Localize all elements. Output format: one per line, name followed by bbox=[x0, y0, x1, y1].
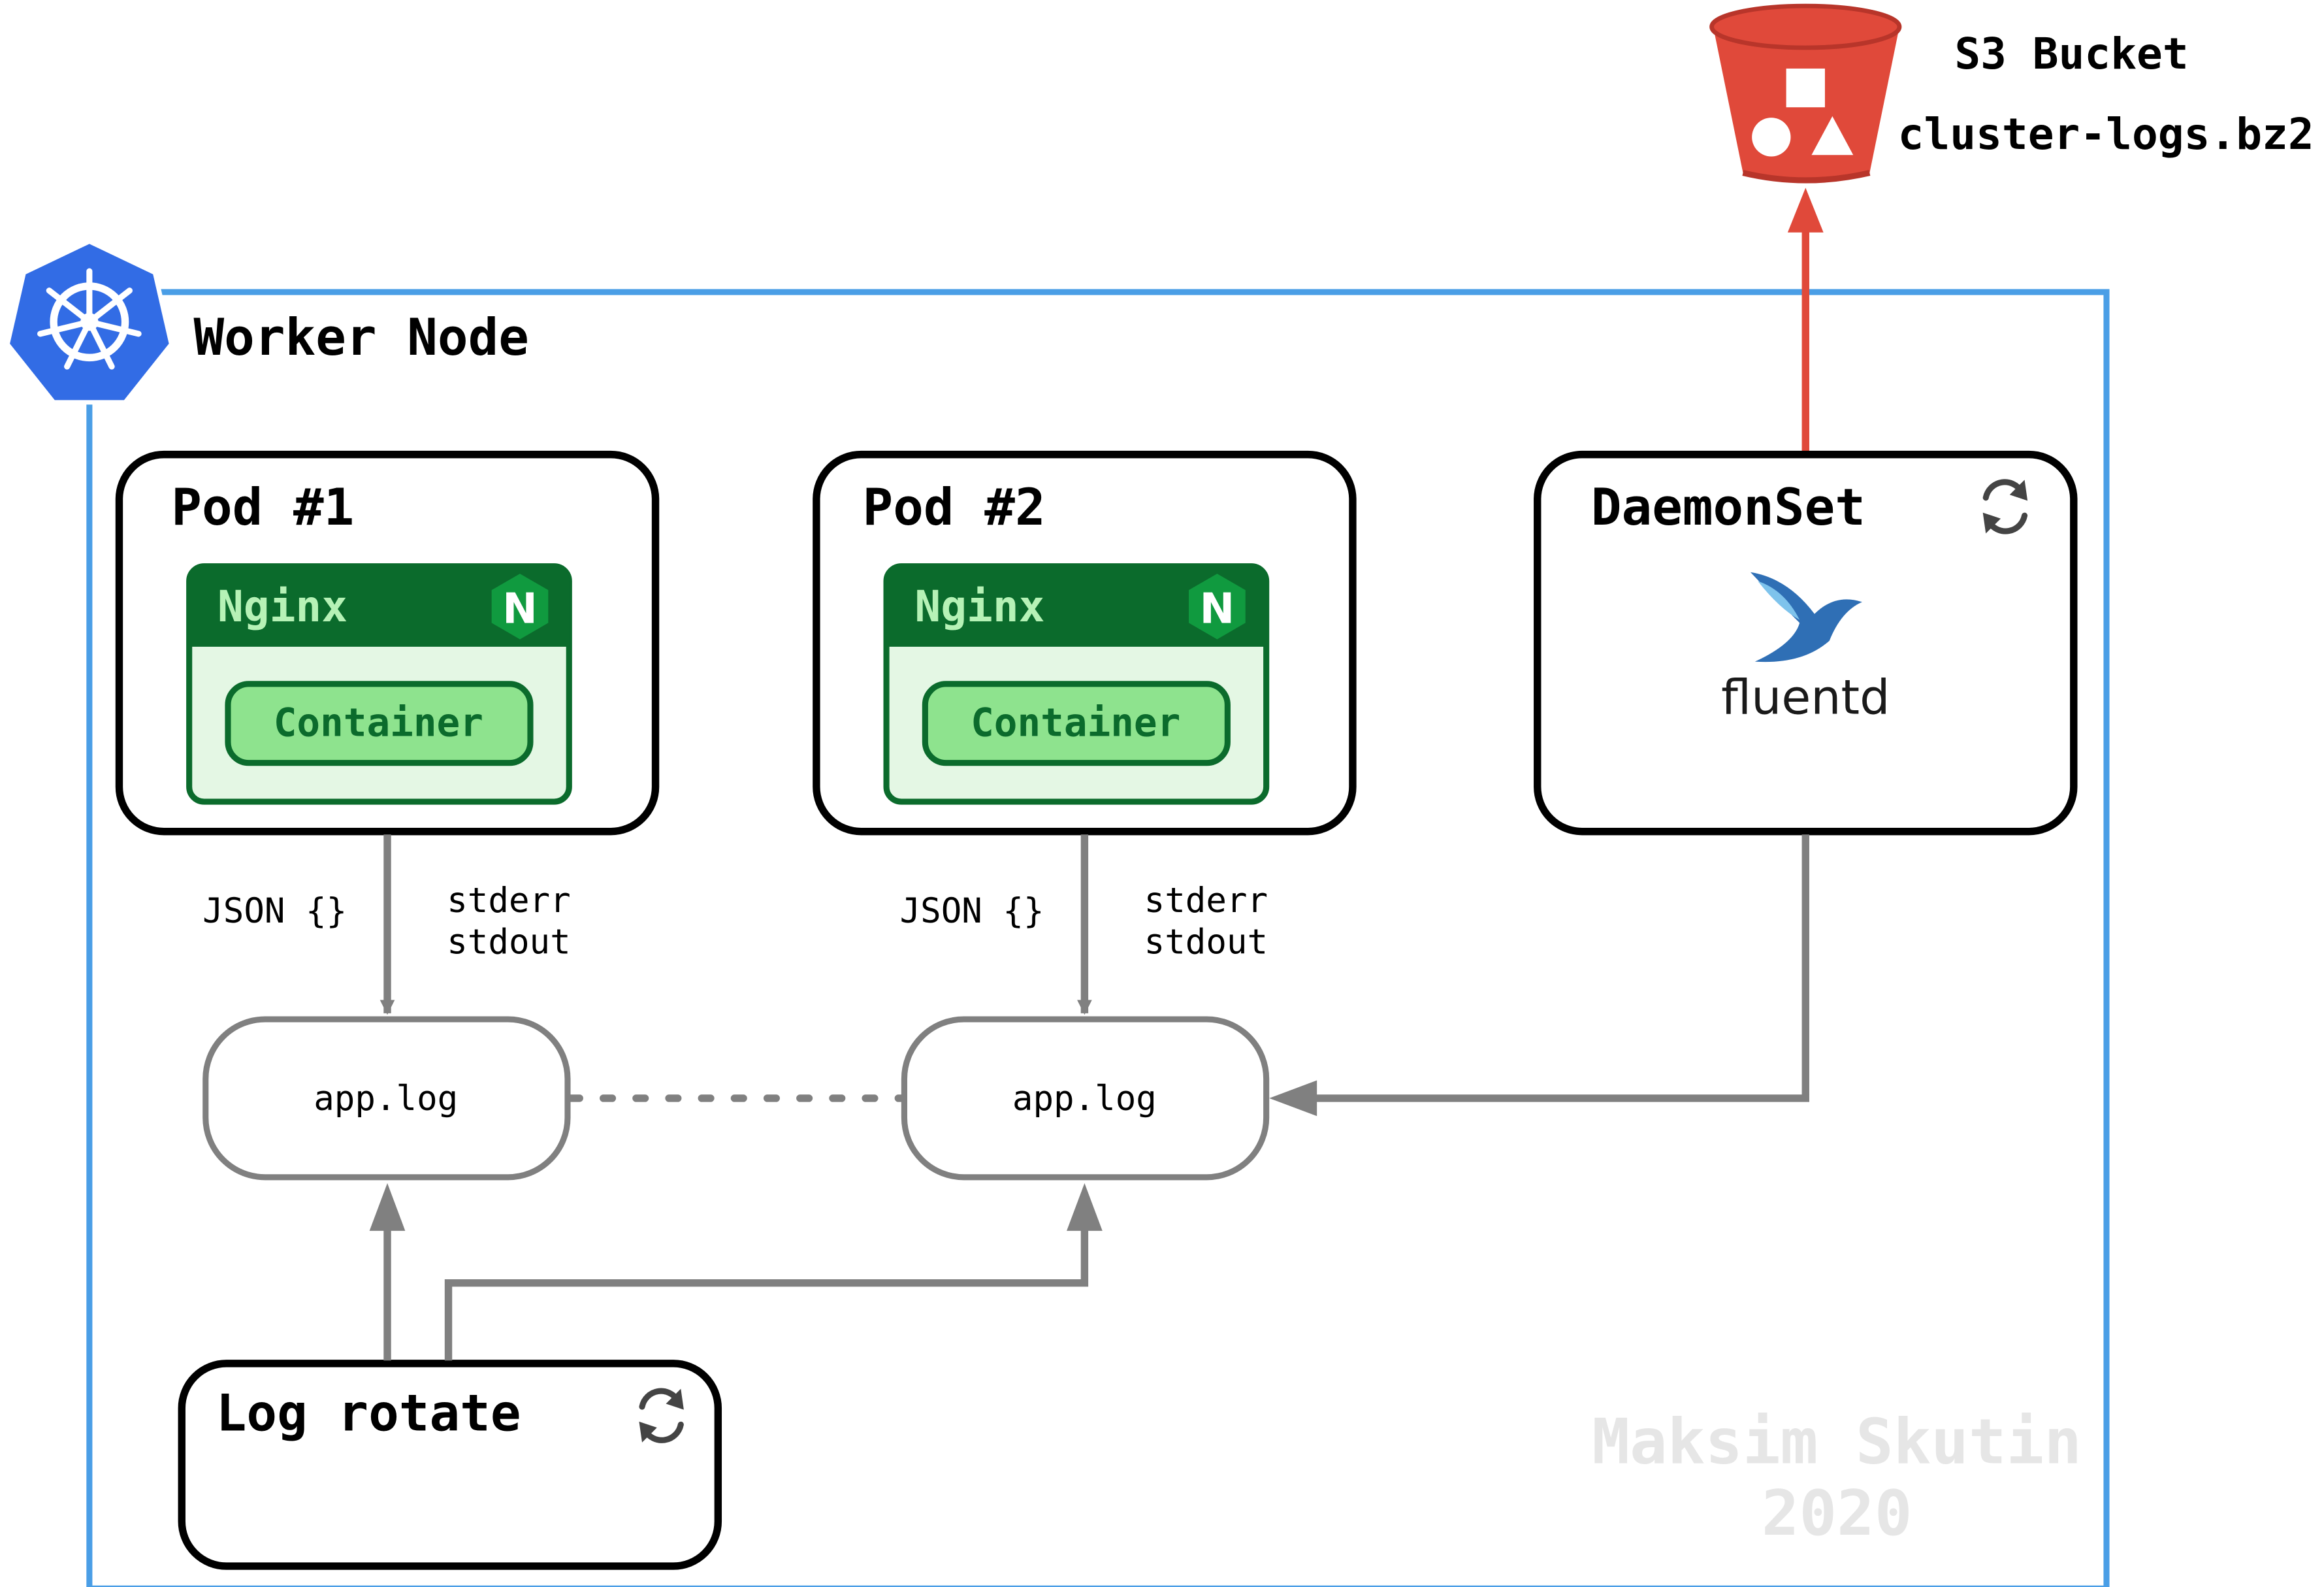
logrotate-log-2-arrowhead bbox=[1067, 1183, 1103, 1231]
pod-1-title: Pod #1 bbox=[171, 478, 354, 537]
logrotate-refresh-icon bbox=[639, 1388, 684, 1443]
pod-1-stderr-label: stderr bbox=[447, 881, 570, 921]
pod-2-nginx-label: Nginx bbox=[914, 581, 1044, 632]
pod-2-nginx-badge-icon bbox=[1189, 574, 1246, 640]
pod-1-json-label: JSON {} bbox=[202, 891, 347, 931]
pod-2-nginx-header bbox=[886, 566, 1267, 647]
pod-2-title: Pod #2 bbox=[863, 478, 1046, 537]
pod-1-nginx-badge-text: N bbox=[502, 585, 537, 633]
pod-2-container-label: Container bbox=[971, 700, 1180, 745]
log-file-1-label: app.log bbox=[314, 1079, 458, 1119]
pod-2-json-label: JSON {} bbox=[900, 891, 1044, 931]
s3-file: cluster-logs.bz2 bbox=[1898, 109, 2314, 159]
s3-title: S3 Bucket bbox=[1954, 29, 2188, 79]
pod-1-container bbox=[225, 681, 534, 766]
daemonset-to-log-arrow bbox=[1315, 834, 1809, 1102]
daemonset-refresh-icon bbox=[1982, 479, 2028, 534]
pod-1-nginx-badge-icon bbox=[491, 574, 549, 640]
logrotate-to-log-2-arrow bbox=[444, 1228, 1089, 1361]
kubernetes-helm-icon bbox=[5, 238, 174, 405]
s3-arrowhead bbox=[1787, 188, 1824, 233]
logrotate-title: Log rotate bbox=[216, 1384, 521, 1443]
pod-2-stdout-label: stdout bbox=[1144, 923, 1268, 962]
daemonset-log-arrowhead bbox=[1269, 1080, 1317, 1117]
log-file-2-label: app.log bbox=[1012, 1079, 1157, 1119]
pod-1-nginx-label: Nginx bbox=[218, 581, 347, 632]
logrotate-box bbox=[178, 1360, 722, 1570]
fluentd-bird-icon bbox=[1750, 572, 1862, 663]
pod-2-nginx-badge-text: N bbox=[1200, 585, 1235, 633]
pod-2-stderr-label: stderr bbox=[1144, 881, 1268, 921]
logrotate-log-1-arrowhead bbox=[369, 1183, 406, 1231]
pod-1-nginx-header bbox=[189, 566, 570, 647]
pod-2-container bbox=[922, 681, 1231, 766]
worker-node-frame bbox=[86, 289, 2110, 1587]
pod-1-container-label: Container bbox=[274, 700, 483, 745]
pod-1-stdout-label: stdout bbox=[447, 923, 570, 962]
fluentd-logo-text: fluentd bbox=[1721, 670, 1890, 725]
worker-node-title: Worker Node bbox=[194, 308, 529, 367]
watermark-year: 2020 bbox=[1762, 1477, 1912, 1550]
s3-bucket-icon bbox=[1709, 3, 1902, 184]
daemonset-title: DaemonSet bbox=[1591, 478, 1865, 537]
watermark-author: Maksim Skutin bbox=[1592, 1405, 2082, 1479]
